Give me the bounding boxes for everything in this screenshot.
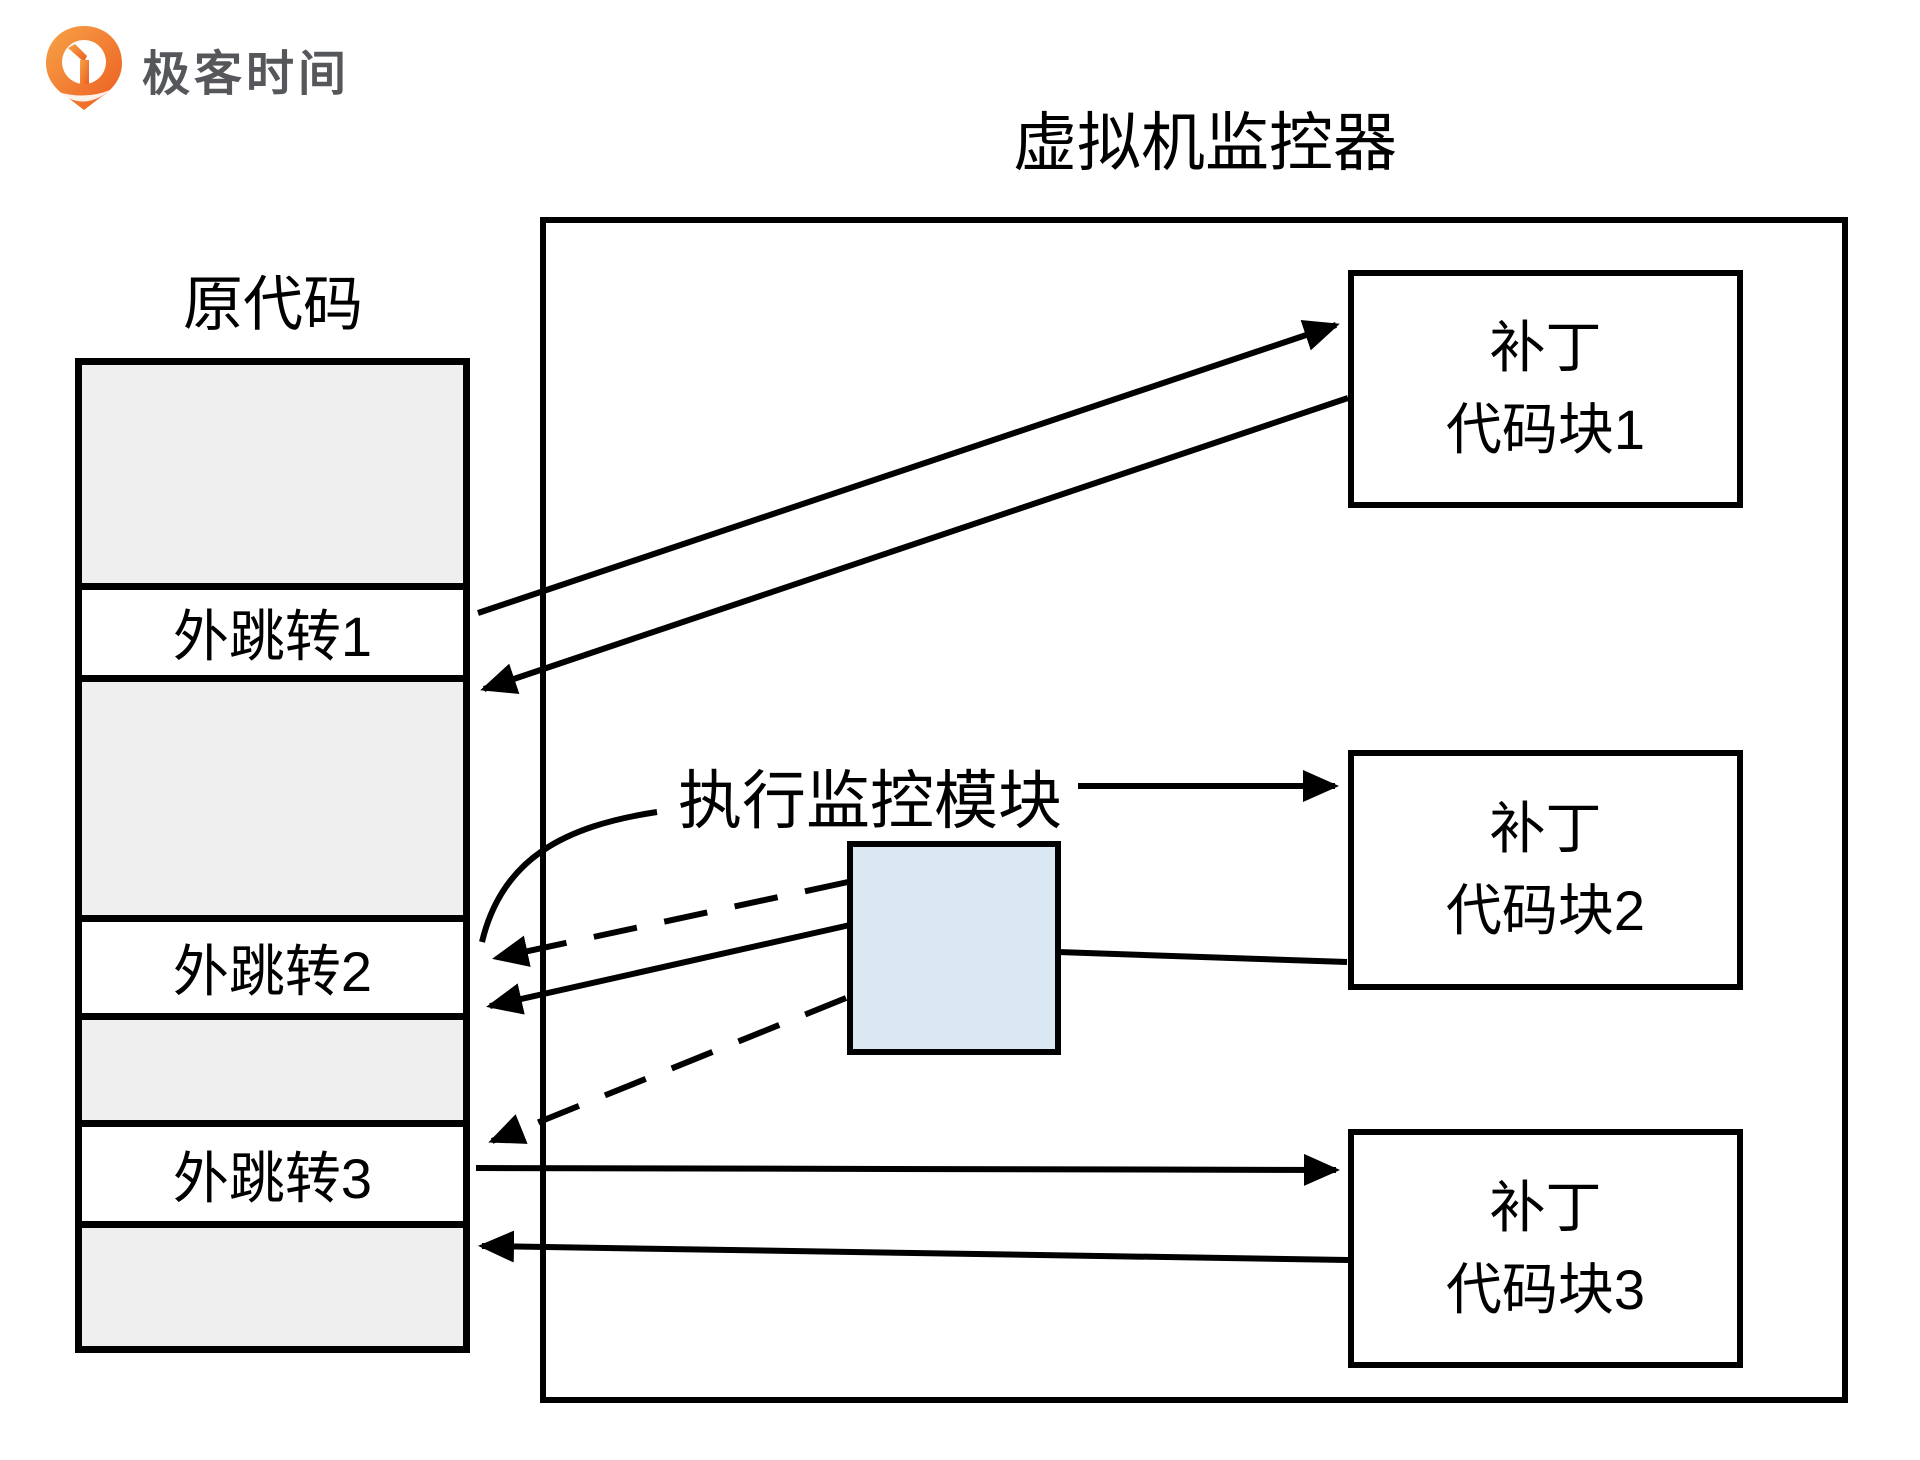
- geektime-logo-icon: [42, 24, 126, 114]
- jump-label-2: 外跳转2: [172, 940, 373, 1003]
- patch-block-3: 补丁 代码块3: [1348, 1129, 1743, 1368]
- patch-block-2: 补丁 代码块2: [1348, 750, 1743, 990]
- jump-label-1: 外跳转1: [172, 605, 373, 668]
- patch-block-1: 补丁 代码块1: [1348, 270, 1743, 508]
- segment-divider: [82, 915, 463, 922]
- jump-row-1: 外跳转1: [82, 590, 463, 675]
- code-segment: [82, 1228, 463, 1346]
- jump-row-2: 外跳转2: [82, 922, 463, 1013]
- patch-block-3-line1: 补丁: [1489, 1175, 1602, 1239]
- logo: 极客时间: [42, 24, 462, 114]
- code-segment: [82, 682, 463, 915]
- patch-block-3-line2: 代码块3: [1445, 1257, 1646, 1321]
- vmm-title: 虚拟机监控器: [1013, 107, 1397, 179]
- jump-label-3: 外跳转3: [172, 1146, 373, 1210]
- source-code-title: 原代码: [183, 271, 363, 338]
- jump-row-3: 外跳转3: [82, 1127, 463, 1221]
- segment-divider: [82, 1120, 463, 1127]
- patch-block-1-line1: 补丁: [1489, 316, 1602, 379]
- code-segment: [82, 1020, 463, 1120]
- segment-divider: [82, 583, 463, 590]
- code-segment: [82, 365, 463, 583]
- brand-text: 极客时间: [142, 48, 351, 101]
- segment-divider: [82, 1221, 463, 1228]
- segment-divider: [82, 675, 463, 682]
- monitor-module-label: 执行监控模块: [678, 765, 1062, 837]
- patch-block-2-line2: 代码块2: [1445, 879, 1646, 942]
- segment-divider: [82, 1013, 463, 1020]
- source-code-column: 外跳转1 外跳转2 外跳转3: [75, 358, 470, 1353]
- patch-block-2-line1: 补丁: [1489, 797, 1602, 860]
- patch-block-1-line2: 代码块1: [1445, 398, 1646, 461]
